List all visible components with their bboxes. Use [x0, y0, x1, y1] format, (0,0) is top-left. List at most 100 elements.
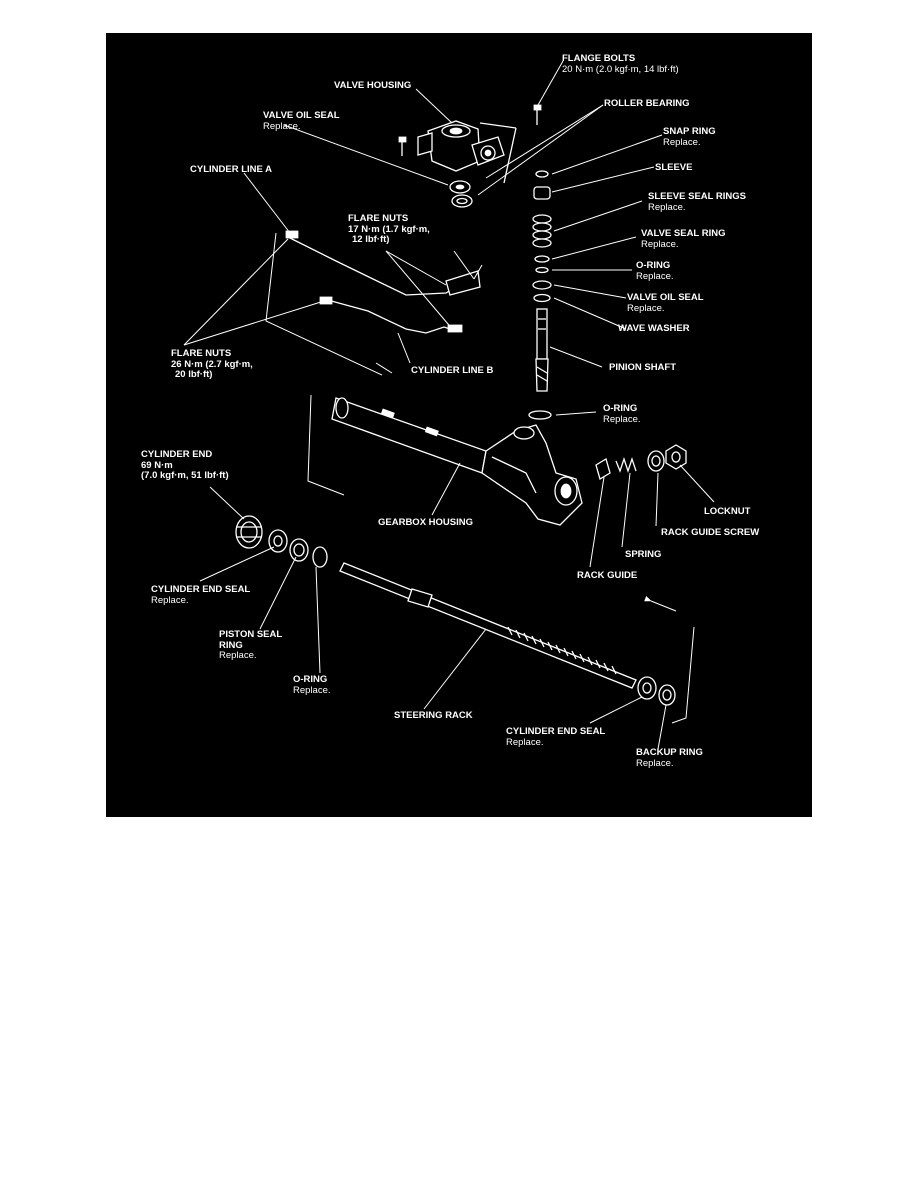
o-ring-pinion-part	[528, 410, 552, 420]
label-title: ROLLER BEARING	[604, 98, 690, 109]
valve-oil-seal-top-part	[449, 180, 471, 194]
label-title: FLANGE BOLTS	[562, 53, 636, 64]
label-title: CYLINDER END SEAL	[151, 584, 251, 595]
label-title: VALVE HOUSING	[334, 80, 412, 91]
label-flange-bolts: FLANGE BOLTS 20 N·m (2.0 kgf·m, 14 lbf·f…	[562, 53, 679, 75]
snap-ring-part	[535, 170, 549, 178]
label-flare-nuts-26: FLARE NUTS 26 N·m (2.7 kgf·m, 20 lbf·ft)	[171, 348, 253, 381]
backup-ring-part	[658, 684, 676, 706]
label-note: Replace.	[663, 136, 701, 148]
rack-teeth	[507, 626, 617, 675]
cylinder-line-b-part	[319, 296, 463, 334]
label-title: O-RING	[293, 674, 328, 685]
label-snap-ring: SNAP RING Replace.	[663, 126, 716, 148]
label-o-ring-pinion: O-RING Replace.	[603, 403, 641, 425]
label-valve-oil-seal-mid: VALVE OIL SEAL Replace.	[627, 292, 704, 314]
label-o-ring-upper: O-RING Replace.	[636, 260, 674, 282]
o-ring-rack-part	[312, 546, 328, 568]
label-note: Replace.	[506, 736, 544, 748]
valve-housing-part	[417, 120, 517, 184]
valve-oil-seal-mid-part	[532, 280, 552, 290]
flange-bolt-right	[533, 104, 542, 125]
label-title: STEERING RACK	[394, 710, 473, 721]
rack-guide-screw-part	[647, 450, 665, 472]
label-title: VALVE SEAL RING	[641, 228, 726, 239]
steering-rack-part	[339, 562, 637, 689]
label-title: SLEEVE SEAL RINGS	[648, 191, 747, 202]
label-cylinder-line-b: CYLINDER LINE B	[411, 365, 494, 377]
spring-part	[615, 456, 637, 474]
cylinder-end-seal-right-part	[637, 676, 657, 700]
label-note: Replace.	[648, 201, 686, 213]
piston-seal-ring-part	[289, 538, 309, 562]
label-gearbox-housing: GEARBOX HOUSING	[378, 517, 474, 529]
label-title: FLARE NUTS	[171, 348, 232, 359]
label-spec: 26 N·m (2.7 kgf·m,	[171, 358, 253, 370]
label-title: CYLINDER END SEAL	[506, 726, 606, 737]
label-valve-seal-ring: VALVE SEAL RING Replace.	[641, 228, 726, 250]
sleeve-seal-rings-part	[532, 214, 552, 248]
label-note: Replace.	[636, 757, 674, 769]
exploded-view-drawing	[183, 60, 715, 750]
housing-frame	[307, 362, 393, 496]
label-title: RACK GUIDE SCREW	[661, 527, 760, 538]
label-cylinder-end: CYLINDER END 69 N·m (7.0 kgf·m, 51 lbf·f…	[141, 449, 229, 482]
label-title: WAVE WASHER	[618, 323, 690, 334]
roller-bearing-part	[451, 194, 473, 208]
cylinder-end-part	[235, 515, 263, 549]
label-backup-ring: BACKUP RING Replace.	[636, 747, 703, 769]
label-pinion-shaft: PINION SHAFT	[609, 362, 677, 374]
label-note: Replace.	[636, 270, 674, 282]
leader-lines	[183, 60, 715, 750]
label-o-ring-rack: O-RING Replace.	[293, 674, 331, 696]
gearbox-housing-part	[331, 397, 583, 526]
label-title: PINION SHAFT	[609, 362, 677, 373]
label-spec: 20 lbf·ft)	[175, 369, 213, 380]
cylinder-line-frame	[265, 232, 483, 376]
label-title: BACKUP RING	[636, 747, 703, 758]
label-title: VALVE OIL SEAL	[627, 292, 704, 303]
label-wave-washer: WAVE WASHER	[618, 323, 690, 335]
label-sleeve: SLEEVE	[655, 162, 693, 174]
valve-seal-ring-part	[534, 255, 550, 263]
sleeve-part	[533, 186, 551, 200]
label-roller-bearing: ROLLER BEARING	[604, 98, 690, 110]
label-title: GEARBOX HOUSING	[378, 517, 474, 528]
label-cylinder-end-seal-right: CYLINDER END SEAL Replace.	[506, 726, 606, 748]
label-spec: (7.0 kgf·m, 51 lbf·ft)	[141, 470, 229, 481]
label-steering-rack: STEERING RACK	[394, 710, 473, 722]
label-piston-seal-ring: PISTON SEAL RING Replace.	[219, 629, 282, 662]
label-title: RACK GUIDE	[577, 570, 638, 581]
label-title: SNAP RING	[663, 126, 716, 137]
label-spec: 20 N·m (2.0 kgf·m, 14 lbf·ft)	[562, 63, 679, 75]
diagram-panel: FLANGE BOLTS 20 N·m (2.0 kgf·m, 14 lbf·f…	[106, 33, 812, 817]
label-valve-oil-seal-top: VALVE OIL SEAL Replace.	[263, 110, 340, 132]
rack-guide-part	[595, 458, 611, 480]
label-note: Replace.	[151, 594, 189, 606]
cylinder-line-a-part	[285, 230, 481, 296]
label-title: FLARE NUTS	[348, 213, 409, 224]
label-rack-guide: RACK GUIDE	[577, 570, 638, 582]
o-ring-upper-part	[535, 266, 549, 274]
flange-bolt-left	[398, 136, 407, 156]
label-title: O-RING	[603, 403, 638, 414]
label-spec: 69 N·m	[141, 459, 173, 471]
locknut-part	[665, 444, 687, 470]
label-spec: 17 N·m (1.7 kgf·m,	[348, 223, 430, 235]
label-valve-housing: VALVE HOUSING	[334, 80, 412, 92]
label-title: CYLINDER LINE A	[190, 164, 272, 175]
label-cylinder-end-seal-left: CYLINDER END SEAL Replace.	[151, 584, 251, 606]
label-cylinder-line-a: CYLINDER LINE A	[190, 164, 272, 176]
label-note: Replace.	[627, 302, 665, 314]
rack-frame	[644, 596, 695, 724]
label-title: O-RING	[636, 260, 671, 271]
label-rack-guide-screw: RACK GUIDE SCREW	[661, 527, 760, 539]
label-title: CYLINDER END	[141, 449, 213, 460]
label-title: LOCKNUT	[704, 506, 751, 517]
label-note: Replace.	[641, 238, 679, 250]
label-title: VALVE OIL SEAL	[263, 110, 340, 121]
label-note: Replace.	[219, 650, 257, 661]
label-spec: 12 lbf·ft)	[352, 234, 390, 245]
label-note: Replace.	[603, 413, 641, 425]
label-title: CYLINDER LINE B	[411, 365, 494, 376]
